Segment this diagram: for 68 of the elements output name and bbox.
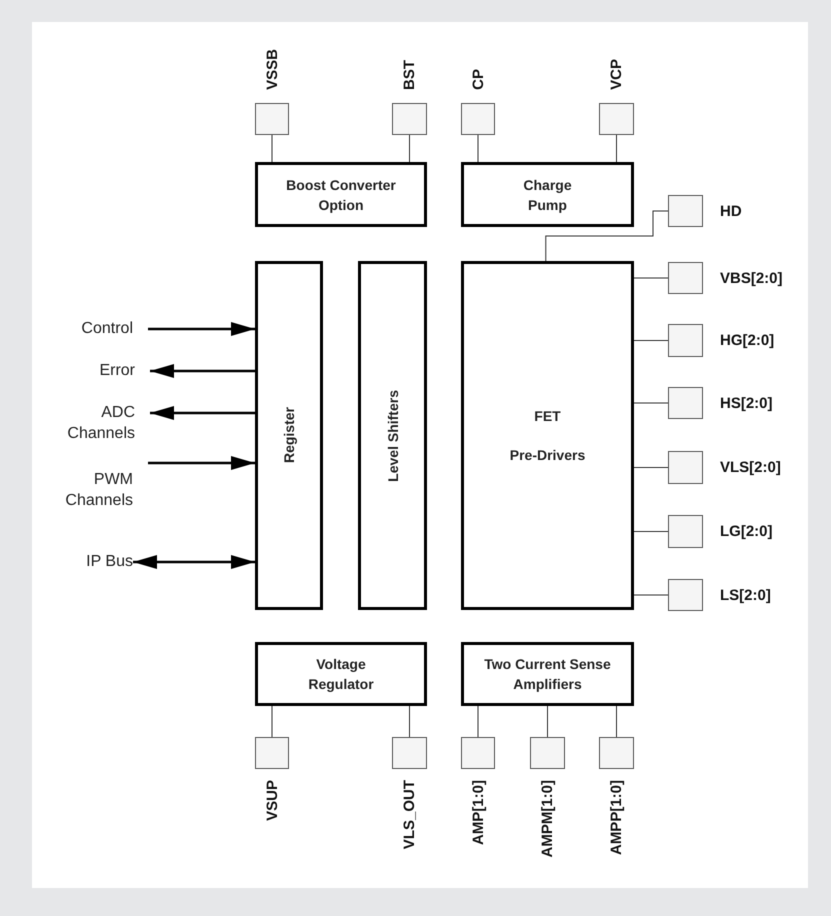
- block-title: Register: [280, 407, 298, 464]
- block-title: Boost Converter Option: [285, 176, 397, 214]
- block-title: Charge Pump: [522, 176, 573, 214]
- pin-label: AMP[1:0]: [470, 780, 486, 846]
- function-block: [255, 162, 427, 227]
- connector-line: [634, 402, 668, 404]
- pin-label: VSSB: [264, 49, 280, 90]
- pin-square: [392, 103, 427, 135]
- connector-line: [409, 706, 410, 738]
- pin-label: LS[2:0]: [720, 586, 771, 604]
- connector-line: [634, 594, 668, 596]
- connector-line: [547, 706, 548, 738]
- arrow: [133, 555, 255, 569]
- arrow: [148, 456, 255, 470]
- pin-label: HS[2:0]: [720, 394, 773, 412]
- pin-square: [668, 451, 703, 484]
- function-block: [255, 261, 323, 610]
- arrow: [148, 322, 255, 336]
- block-title: Voltage Regulator: [307, 655, 375, 694]
- signal-name: Control: [81, 319, 133, 339]
- function-block: [358, 261, 427, 610]
- signal-name: PWM Channels: [64, 470, 133, 511]
- arrow: [150, 364, 255, 378]
- pin-square: [668, 387, 703, 419]
- signal-name: IP Bus: [86, 552, 133, 572]
- block-title: FET: [534, 407, 561, 426]
- pin-square: [599, 103, 634, 135]
- connector-line: [409, 134, 410, 162]
- pin-label: CP: [470, 69, 486, 90]
- pin-square: [392, 737, 427, 769]
- pin-square: [668, 262, 703, 294]
- pin-label: BST: [401, 60, 418, 90]
- function-block: [255, 642, 427, 706]
- pin-label: AMPM[1:0]: [539, 780, 556, 858]
- pin-label: HG[2:0]: [720, 332, 774, 349]
- pin-label: VBS[2:0]: [720, 270, 783, 286]
- block-title: Pre-Drivers: [510, 446, 586, 465]
- pin-square: [599, 737, 634, 769]
- function-block: [461, 642, 634, 706]
- block-title: Two Current Sense Amplifiers: [483, 655, 612, 694]
- pin-square: [461, 103, 495, 135]
- arrow: [150, 406, 255, 420]
- connector-line: [616, 706, 617, 738]
- connector-line: [634, 531, 668, 532]
- function-block: [461, 162, 634, 227]
- connector-line: [634, 467, 668, 468]
- signal-name: ADC Channels: [66, 403, 135, 444]
- pin-label: AMPP[1:0]: [608, 780, 625, 856]
- pin-label: VLS_OUT: [401, 780, 418, 850]
- pin-square: [668, 515, 703, 548]
- pin-label: VCP: [608, 59, 625, 90]
- pin-square: [461, 737, 495, 769]
- connector-line: [545, 210, 668, 262]
- pin-square: [668, 579, 703, 611]
- pin-square: [255, 103, 289, 135]
- function-block: [461, 261, 634, 610]
- pin-label: HD: [720, 202, 742, 220]
- pin-label: VLS[2:0]: [720, 459, 781, 476]
- pin-square: [668, 195, 703, 227]
- pin-label: VSUP: [264, 780, 280, 821]
- pin-square: [668, 324, 703, 357]
- signal-name: Error: [99, 361, 135, 381]
- pin-square: [530, 737, 565, 769]
- pin-square: [255, 737, 289, 769]
- connector-line: [616, 134, 617, 162]
- pin-label: LG[2:0]: [720, 523, 772, 540]
- block-title: Level Shifters: [384, 390, 402, 482]
- connector-line: [634, 340, 668, 341]
